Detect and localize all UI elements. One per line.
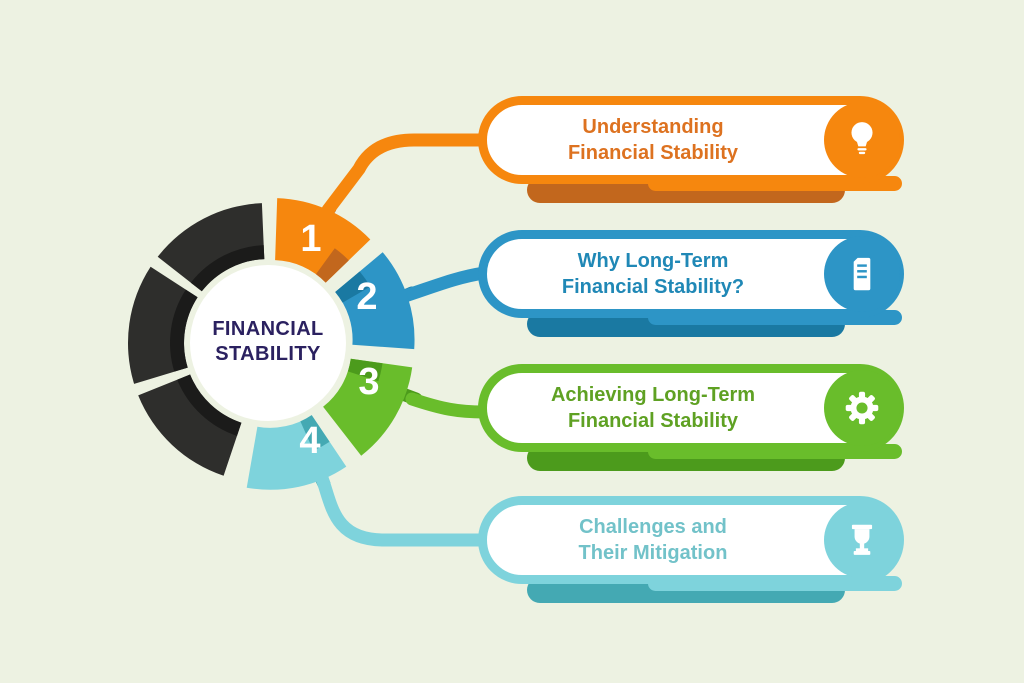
hub-dark-inner-arc-3 [190, 245, 265, 292]
lightbulb-icon [824, 102, 900, 178]
hub-wedge-3 [323, 358, 413, 456]
hub-wedge-1 [275, 198, 371, 283]
hub-wedge-2 [335, 252, 415, 350]
card-body: Understanding Financial Stability [478, 96, 904, 184]
hub-dark-segment-bottom-left [138, 374, 242, 476]
wedge-number-1: 1 [300, 218, 321, 260]
trophy-icon [824, 502, 900, 578]
hub-wedge-3-shape [323, 358, 413, 456]
connector-line-2 [401, 266, 491, 302]
card-title-line2: Financial Stability [567, 410, 739, 432]
hub-wedge-4 [246, 415, 347, 490]
card-title: Challenges and Their Mitigation [579, 514, 728, 566]
hub-wedge-4-shade [300, 415, 330, 451]
connector-line-3 [405, 392, 491, 419]
card-title-line1: Achieving Long-Term [550, 384, 756, 406]
card-title-line2: Financial Stability [567, 142, 739, 164]
hub-dark-inner-arc-2 [170, 289, 198, 372]
hub-wedge-2-shade [335, 271, 371, 303]
card-achieving-long-term-financial-stability: Achieving Long-Term Financial Stability [478, 364, 904, 471]
card-title-line1: Understanding [582, 116, 724, 138]
hub-label-line1: FINANCIAL [212, 318, 323, 340]
document-icon [824, 236, 900, 312]
card-understanding-financial-stability: Understanding Financial Stability [478, 96, 904, 203]
connector-line-4 [315, 471, 491, 547]
connector-line-1 [321, 133, 491, 217]
hub-center-circle [190, 265, 346, 421]
card-title-line2: Financial Stability? [561, 276, 745, 298]
hub-label-line2: STABILITY [215, 343, 321, 365]
card-title-line1: Why Long-Term [577, 250, 729, 272]
hub-wedge-3-shade [347, 358, 383, 382]
wedge-number-2: 2 [356, 276, 377, 318]
gear-icon [824, 370, 900, 446]
hub-wedge-4-shape [246, 415, 347, 490]
hub-dark-inner-arc-1 [177, 374, 242, 436]
card-title-line1: Challenges and [579, 516, 727, 538]
card-title: Achieving Long-Term Financial Stability [551, 382, 755, 434]
wedge-number-3: 3 [358, 361, 379, 403]
hub-wedge-1-shade [316, 248, 349, 283]
card-challenges-and-their-mitigation: Challenges and Their Mitigation [478, 496, 904, 603]
card-title-line2: Their Mitigation [578, 542, 728, 564]
card-title: Understanding Financial Stability [568, 114, 738, 166]
hub-dark-segment-top-left [157, 203, 265, 292]
wedge-number-4: 4 [299, 420, 320, 462]
card-why-long-term-financial-stability: Why Long-Term Financial Stability? [478, 230, 904, 337]
card-title: Why Long-Term Financial Stability? [562, 248, 744, 300]
